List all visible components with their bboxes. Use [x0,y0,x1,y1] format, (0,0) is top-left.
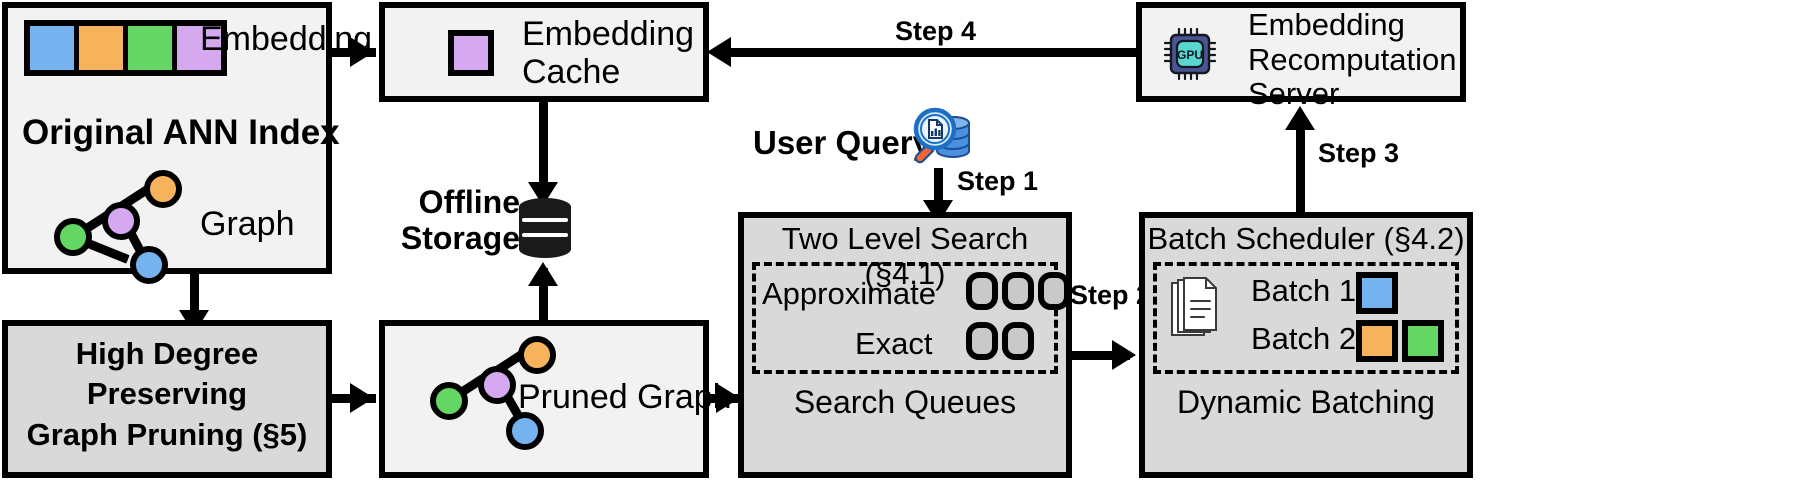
db-top [519,198,571,216]
batch-scheduler-title: Batch Scheduler (§4.2) [1147,221,1465,256]
step2-line [1072,351,1130,360]
graph-pruning-box [2,320,332,478]
graph-node-green [54,218,92,256]
db-groove [522,218,568,222]
embedding-cache-title: Embedding Cache [522,15,695,92]
search-queue-slot[interactable] [1002,272,1034,310]
step3-label: Step 3 [1318,138,1400,168]
batch-1-swatch-blue [1356,272,1398,314]
batch-label-2: Batch 2 [1251,321,1357,356]
svg-text:GPU: GPU [1177,48,1203,62]
embedding-swatch-blue [30,26,79,70]
embedding-cache-swatch [448,30,494,76]
step1-label: Step 1 [957,166,1039,196]
step3-arrow-head [1285,106,1315,130]
pruned-graph-widget [410,332,560,452]
graph-node-orange [144,170,182,208]
step2-arrow-head [1112,340,1136,370]
offline-storage-label: Offline Storage [400,184,520,256]
batch-2-swatch-green [1402,320,1444,362]
graph-node-purple [102,202,140,240]
db-bottom [519,240,571,258]
graph-node-green [430,382,468,420]
search-queues-footer: Search Queues [793,384,1017,420]
step1-line [934,168,943,208]
search-queue-slot[interactable] [966,322,998,360]
recomputation-server-title: Embedding Recomputation Server [1248,7,1457,112]
pruned-to-storage-head [528,262,558,286]
pruned-to-storage-line [539,268,548,320]
query-search-database-icon [903,103,975,169]
batch-2-swatch-orange [1356,320,1398,362]
step4-line [730,48,1138,57]
graph-pruning-title: High Degree Preserving Graph Pruning (§5… [26,336,308,452]
original-index-graph [40,168,200,284]
embedding-swatch-strip [24,20,227,76]
dynamic-batching-footer: Dynamic Batching [1177,384,1435,420]
database-cylinder-icon [519,198,571,258]
search-queue-slot[interactable] [1038,272,1070,310]
index-to-pruning-line [190,274,199,320]
gpu-chip-icon: GPU [1162,26,1218,82]
embedding-swatch-purple [177,26,221,70]
embedding-cache-box [379,2,709,102]
graph-label: Graph [200,205,295,243]
pruning-to-pruned-head [350,383,374,413]
pruned-graph-label: Pruned Graph [518,378,732,416]
embedding-swatch-orange [79,26,128,70]
embedding-swatch-green [128,26,177,70]
batch-label-1: Batch 1 [1251,273,1357,308]
pruned-to-search-head [716,383,740,413]
search-row-label-approximate: Approximate [762,276,937,311]
db-groove [522,233,568,237]
cache-to-storage-line [539,102,548,188]
graph-node-orange [518,336,556,374]
two-level-search-title: Two Level Search (§4.1) [781,221,1029,291]
search-row-label-exact: Exact [855,326,933,361]
documents-stack-icon [1168,277,1226,341]
arrow-index-to-cache-head [350,37,374,67]
step3-line [1296,128,1305,214]
search-queue-slot[interactable] [966,272,998,310]
graph-node-purple [478,366,516,404]
step4-arrow-head [707,37,731,67]
search-queue-slot[interactable] [1002,322,1034,360]
step4-label: Step 4 [895,16,977,46]
dynamic-batching-panel [1153,262,1459,374]
graph-node-blue [506,412,544,450]
original-ann-index-title: Original ANN Index [22,113,340,152]
search-queues-panel [752,262,1058,374]
graph-node-blue [130,246,168,284]
